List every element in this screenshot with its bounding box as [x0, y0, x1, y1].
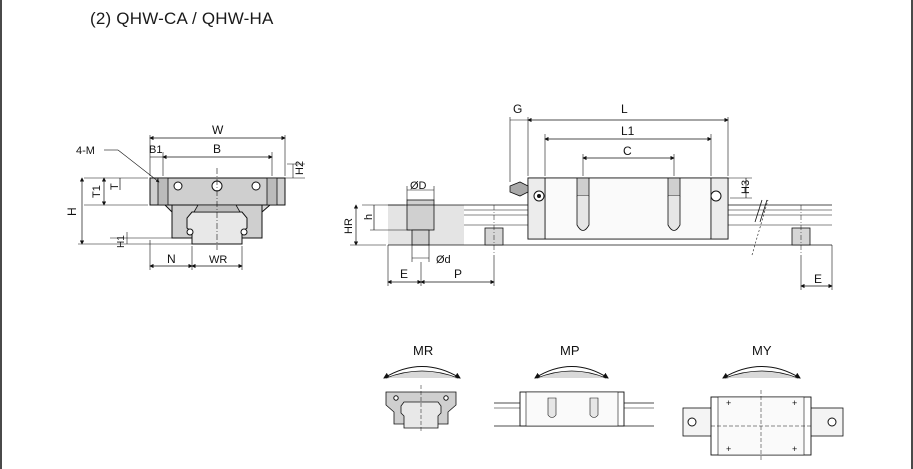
svg-text:+: + — [792, 444, 797, 454]
svg-text:+: + — [726, 444, 731, 454]
dim-P: P — [454, 267, 462, 281]
dim-H3: H3 — [740, 180, 752, 194]
dim-H: H — [65, 207, 79, 216]
dim-L1: L1 — [621, 124, 635, 138]
dim-D: ØD — [410, 180, 427, 192]
dim-E-right: E — [814, 272, 822, 286]
moment-MP-view: MP — [494, 343, 654, 427]
dim-HR: HR — [343, 218, 355, 234]
dim-L: L — [621, 102, 628, 116]
label-MY: MY — [752, 343, 772, 358]
side-view: G L L1 C H3 ØD — [343, 102, 833, 290]
dim-C: C — [623, 144, 632, 158]
dim-T: T — [109, 183, 121, 190]
left-border — [0, 0, 2, 469]
front-view: W B B1 4-M H2 T1 T H — [65, 123, 306, 270]
dim-4M: 4-M — [76, 145, 95, 157]
svg-text:+: + — [726, 398, 731, 408]
dim-h: h — [363, 214, 375, 220]
dim-H2: H2 — [294, 161, 306, 175]
dim-WR: WR — [209, 254, 227, 266]
dim-N: N — [167, 252, 176, 266]
svg-text:+: + — [792, 398, 797, 408]
dim-E: E — [400, 267, 408, 281]
right-border — [911, 0, 913, 469]
dim-B: B — [213, 142, 221, 156]
moment-MY-view: MY + + + + — [682, 343, 844, 462]
moment-MR-view: MR — [383, 343, 461, 432]
dim-d: Ød — [436, 254, 451, 266]
dim-G: G — [513, 102, 522, 116]
dim-H1: H1 — [116, 235, 127, 248]
dim-B1: B1 — [149, 144, 162, 156]
label-MP: MP — [560, 343, 580, 358]
dim-T1: T1 — [91, 185, 103, 198]
dim-W: W — [212, 123, 224, 137]
label-MR: MR — [413, 343, 433, 358]
section-title: (2) QHW-CA / QHW-HA — [90, 9, 274, 28]
